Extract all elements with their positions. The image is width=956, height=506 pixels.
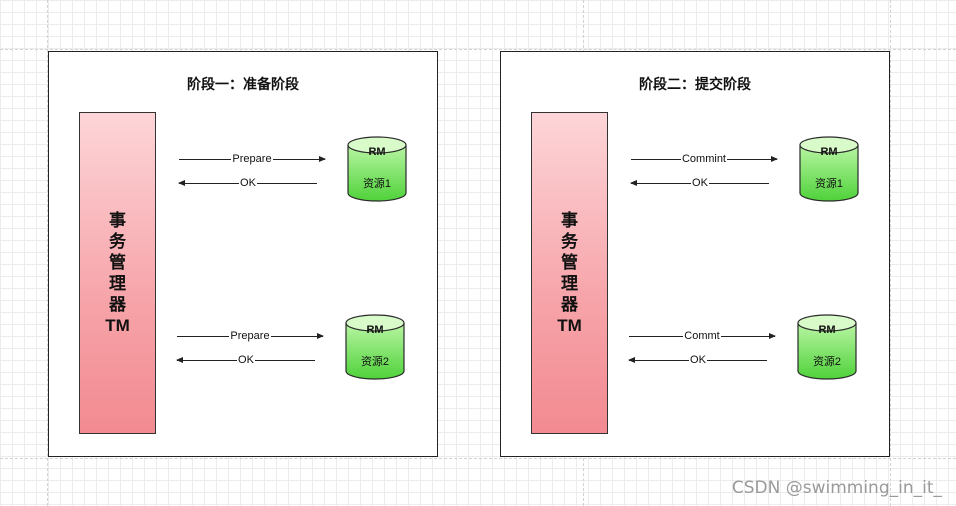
tm-label-char: 理 [108,274,126,293]
tm-label-char: TM [105,316,130,335]
response-label: OK [239,177,257,189]
db-name-label: 资源2 [360,356,390,368]
database-icon: RM 资源2 [345,314,405,380]
tm-label: 事 务 管 理 器 TM [105,210,130,336]
guide-line [47,0,48,506]
prepare-arrow: Prepare [177,330,324,342]
request-label: Prepare [229,330,271,342]
tm-label-char: 管 [560,253,578,272]
db-name-label: 资源2 [812,356,842,368]
database-icon: RM 资源1 [347,136,407,202]
tm-label-char: 务 [108,232,126,251]
tm-label-char: 管 [108,253,126,272]
panel-title: 阶段二：提交阶段 [639,76,751,92]
tm-label-char: TM [557,316,582,335]
request-label: Commt [683,330,721,342]
transaction-manager-box: 事 务 管 理 器 TM [531,112,608,434]
tm-label-char: 器 [560,295,578,314]
ok-arrow: OK [176,354,315,366]
transaction-manager-box: 事 务 管 理 器 TM [79,112,156,434]
commit-arrow: Commt [629,330,776,342]
db-top-label: RM [366,324,384,336]
tm-label-char: 事 [108,211,126,230]
commit-arrow: Commint [631,153,778,165]
db-top-label: RM [818,324,836,336]
prepare-arrow: Prepare [179,153,326,165]
database-icon: RM 资源1 [799,136,859,202]
guide-line [0,458,956,459]
db-top-label: RM [820,146,838,158]
response-label: OK [691,177,709,189]
database-icon: RM 资源2 [797,314,857,380]
ok-arrow: OK [628,354,767,366]
tm-label-char: 事 [560,211,578,230]
request-label: Commint [680,153,727,165]
guide-line [890,0,891,506]
tm-label-char: 务 [560,232,578,251]
db-name-label: 资源1 [814,178,844,190]
ok-arrow: OK [178,177,317,189]
phase-two-panel: 阶段二：提交阶段 事 务 管 理 器 TM Commint OK RM 资源1 [500,51,890,457]
response-label: OK [689,354,707,366]
ok-arrow: OK [630,177,769,189]
panel-title: 阶段一：准备阶段 [187,76,299,92]
db-top-label: RM [368,146,386,158]
tm-label-char: 器 [108,295,126,314]
tm-label-char: 理 [560,274,578,293]
guide-line [0,49,956,50]
response-label: OK [237,354,255,366]
db-name-label: 资源1 [362,178,392,190]
request-label: Prepare [231,153,273,165]
tm-label: 事 务 管 理 器 TM [557,210,582,336]
phase-one-panel: 阶段一：准备阶段 事 务 管 理 器 TM Prepare OK RM 资源1 [48,51,438,457]
watermark: CSDN @swimming_in_it_ [731,478,942,498]
